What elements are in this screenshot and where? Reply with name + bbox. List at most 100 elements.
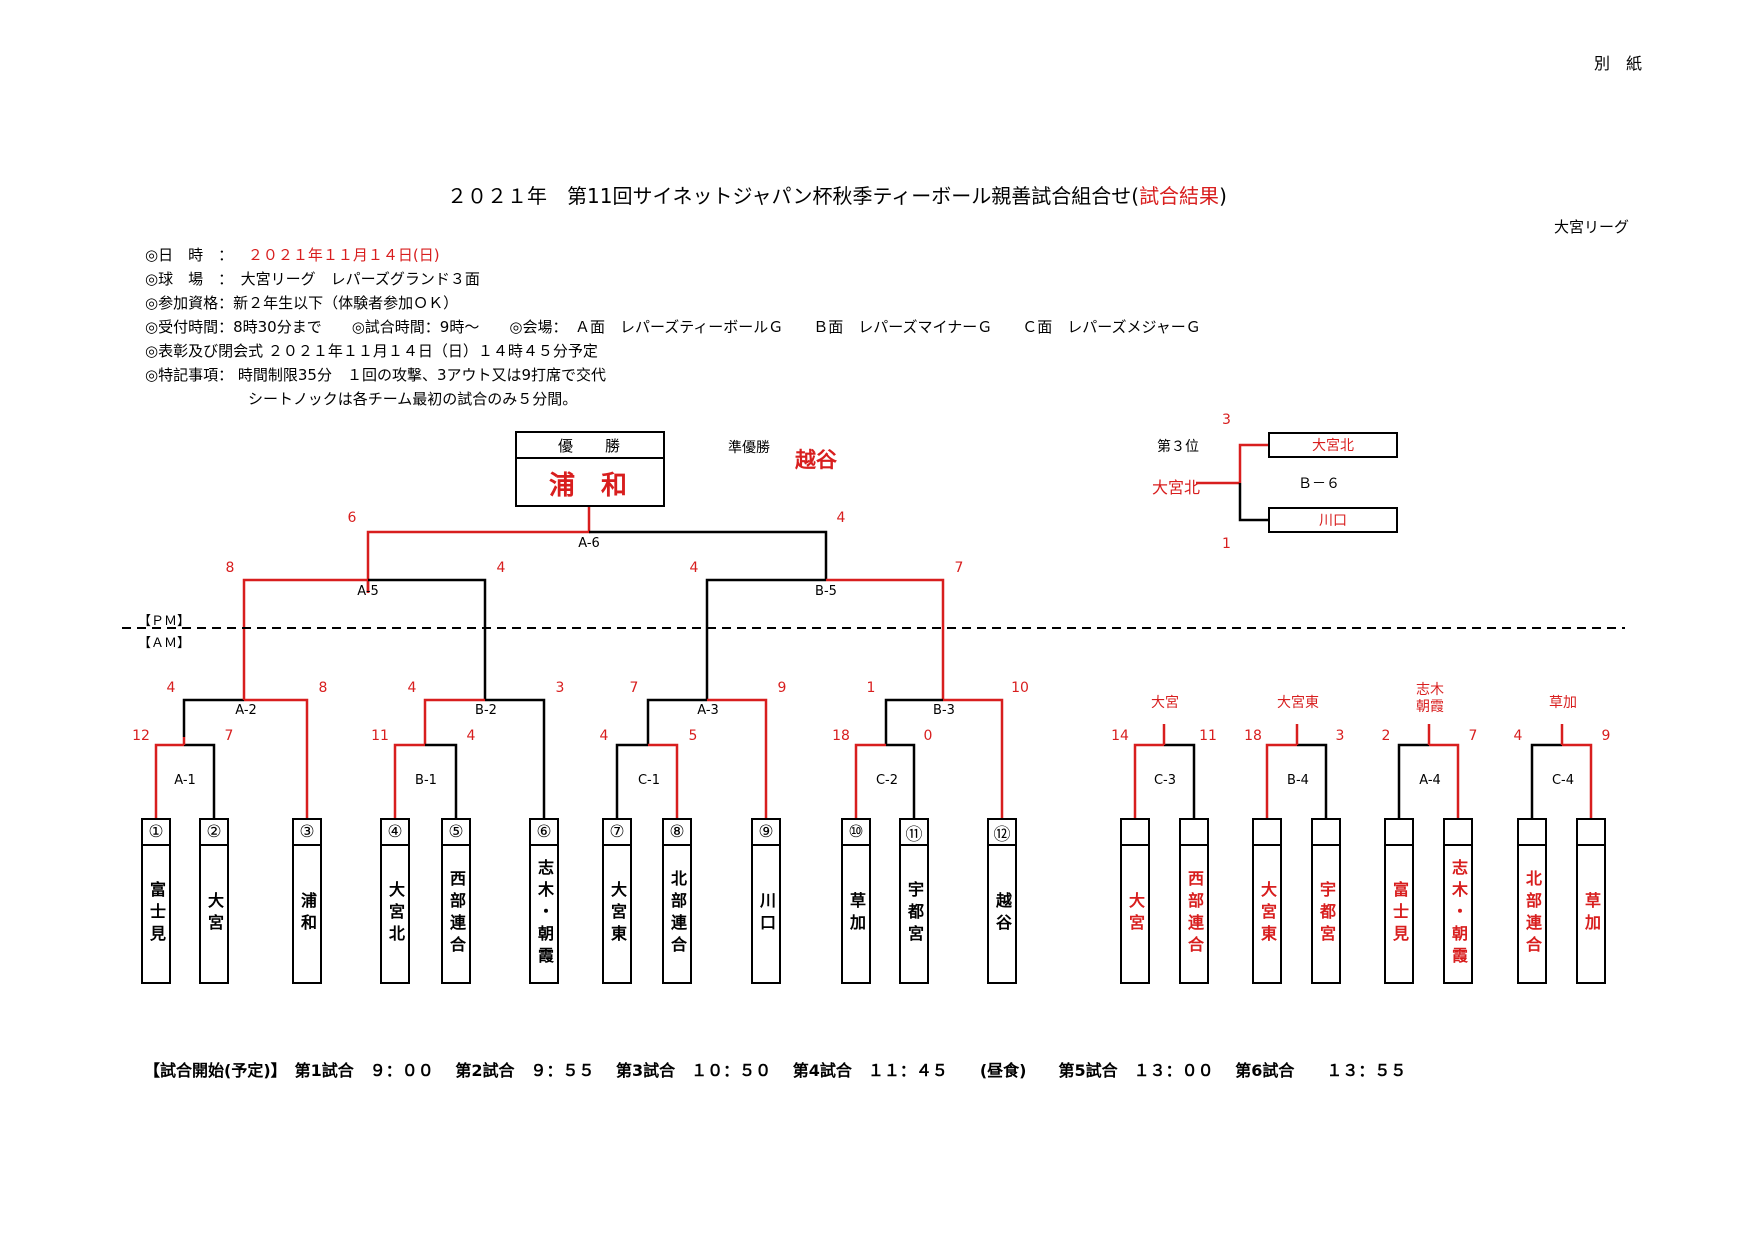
- match-label-a2: A-2: [235, 703, 257, 718]
- team-number-blank: [1254, 820, 1280, 846]
- friendly-winner-b4: 大宮東: [1277, 695, 1319, 711]
- team-box-1: ① 富士見: [141, 818, 171, 984]
- score-c4-right: 9: [1601, 728, 1611, 744]
- match-label-b2: B-2: [475, 703, 497, 718]
- team-box-7: ⑦ 大宮東: [602, 818, 632, 984]
- team-box-12: ⑫ 越谷: [987, 818, 1017, 984]
- team-box-9: ⑨ 川口: [751, 818, 781, 984]
- champion-box: 優勝 浦和: [515, 431, 665, 507]
- team-box-8: ⑧ 北部連合: [662, 818, 692, 984]
- score-a6-right: 4: [836, 510, 846, 526]
- team-number: ②: [201, 820, 227, 846]
- third-place-label: 第３位: [1157, 439, 1199, 455]
- team-name: 西部連合: [1185, 870, 1204, 958]
- team-number: ⑪: [901, 820, 927, 846]
- score-a1-left: 12: [132, 728, 150, 744]
- runner-up-label: 準優勝: [728, 440, 770, 456]
- info-reception: ◎受付時間：8時30分まで ◎試合時間：9時～ ◎会場： Ａ面 レパーズティーボ…: [145, 318, 1201, 336]
- team-name: 宇都宮: [905, 881, 924, 947]
- third-place-match: Ｂ－６: [1298, 476, 1340, 492]
- match-label-c1: C-1: [637, 773, 661, 788]
- score-b5-left: 4: [689, 560, 699, 576]
- line-b2-right: [485, 698, 546, 820]
- third-place-winner: 大宮北: [1152, 478, 1201, 497]
- team-number-blank: [1519, 820, 1545, 846]
- info-date-label: ◎日 時 ：: [145, 246, 234, 264]
- line-c2-left: [854, 743, 886, 820]
- team-number-blank: [1181, 820, 1207, 846]
- team-name: 大宮: [1126, 892, 1145, 936]
- line-a2-left: [182, 698, 244, 737]
- match-label-b4: B-4: [1287, 773, 1309, 788]
- team-number: ⑦: [604, 820, 630, 846]
- info-venue: ◎球 場 ： 大宮リーグ レパーズグランド３面: [145, 270, 480, 288]
- score-b2-left: 4: [407, 680, 417, 696]
- score-a4-left: 2: [1381, 728, 1391, 744]
- line-a4-left: [1397, 743, 1429, 820]
- line-a1-left: [154, 743, 184, 820]
- friendly-team-box: 北部連合: [1517, 818, 1547, 984]
- match-label-a4: A-4: [1419, 773, 1441, 788]
- info-notes-2: シートノックは各チーム最初の試合のみ５分間。: [248, 390, 578, 408]
- line-a5-right: [368, 578, 487, 700]
- team-number-blank: [1122, 820, 1148, 846]
- friendly-winner-a4: 志木 朝霞: [1416, 682, 1444, 715]
- score-a2-right: 8: [318, 680, 328, 696]
- info-date: ◎日 時 ： ２０２１年１１月１４日(日): [145, 244, 440, 265]
- team-name: 西部連合: [447, 870, 466, 958]
- league-name: 大宮リーグ: [1554, 218, 1630, 236]
- score-b1-right: 4: [466, 728, 476, 744]
- team-number-blank: [1386, 820, 1412, 846]
- score-b2-right: 3: [555, 680, 565, 696]
- team-name: 大宮東: [608, 881, 627, 947]
- line-c3-left: [1133, 743, 1164, 820]
- score-b5-right: 7: [954, 560, 964, 576]
- friendly-team-box: 富士見: [1384, 818, 1414, 984]
- match-label-b3: B-3: [933, 703, 955, 718]
- team-box-5: ⑤ 西部連合: [441, 818, 471, 984]
- line-b5-right: [826, 578, 945, 700]
- team-number-blank: [1578, 820, 1604, 846]
- friendly-team-box: 大宮東: [1252, 818, 1282, 984]
- line-third-top: [1238, 443, 1268, 483]
- match-label-c3: C-3: [1153, 773, 1177, 788]
- line-a1-right: [184, 743, 216, 820]
- friendly-winner-c3: 大宮: [1151, 695, 1179, 711]
- line-c1-right: [648, 743, 679, 820]
- team-name: 志木・朝霞: [535, 859, 554, 969]
- team-number: ⑩: [843, 820, 869, 846]
- team-box-11: ⑪ 宇都宮: [899, 818, 929, 984]
- team-number: ⑫: [989, 820, 1015, 846]
- match-label-a1: A-1: [174, 773, 196, 788]
- title-main: ２０２１年 第11回サイネットジャパン杯秋季ティーボール親善試合組合せ: [447, 184, 1132, 208]
- score-c1-right: 5: [688, 728, 698, 744]
- third-place-score-top: 3: [1222, 412, 1231, 428]
- friendly-team-box: 志木・朝霞: [1443, 818, 1473, 984]
- line-c2-right: [886, 743, 916, 820]
- team-name: 川口: [757, 892, 776, 936]
- line-c3-right: [1164, 743, 1196, 820]
- line-b2-left: [423, 698, 485, 745]
- team-name: 越谷: [993, 892, 1012, 936]
- match-label-c4: C-4: [1551, 773, 1575, 788]
- team-box-2: ② 大宮: [199, 818, 229, 984]
- line-b3-right: [943, 698, 1004, 820]
- score-a4-right: 7: [1468, 728, 1478, 744]
- am-label: 【ＡＭ】: [138, 636, 191, 651]
- team-number-blank: [1445, 820, 1471, 846]
- score-b4-left: 18: [1244, 728, 1262, 744]
- title-paren-close: ): [1219, 184, 1227, 208]
- team-name: 浦和: [298, 892, 317, 936]
- team-number: ⑥: [531, 820, 557, 846]
- team-name: 大宮東: [1258, 881, 1277, 947]
- schedule: 【試合開始(予定)】 第1試合 ９：００ 第2試合 ９：５５ 第3試合 １０：５…: [144, 1061, 1407, 1080]
- info-date-value: ２０２１年１１月１４日(日): [247, 246, 440, 264]
- friendly-team-box: 西部連合: [1179, 818, 1209, 984]
- score-c3-right: 11: [1199, 728, 1217, 744]
- team-name: 宇都宮: [1317, 881, 1336, 947]
- team-number: ①: [143, 820, 169, 846]
- team-box-3: ③ 浦和: [292, 818, 322, 984]
- team-name: 富士見: [147, 881, 166, 947]
- score-a3-left: 7: [629, 680, 639, 696]
